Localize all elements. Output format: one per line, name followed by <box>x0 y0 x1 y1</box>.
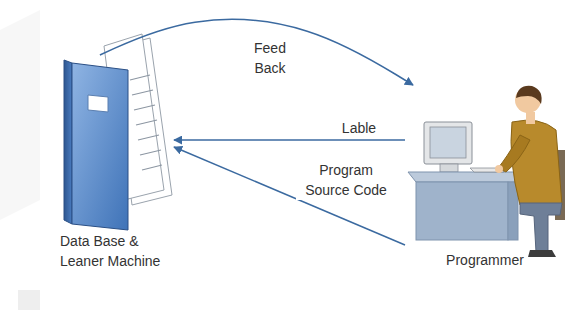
database-icon: Data Base & Leaner Machine <box>60 55 174 271</box>
arrow-label: Lable <box>332 118 386 138</box>
background-mark <box>18 290 40 310</box>
node-label: Programmer <box>405 250 565 270</box>
programmer-figure <box>408 86 565 257</box>
node-label: Data Base & Leaner Machine <box>60 231 174 271</box>
arrow-label: Feed Back <box>246 38 294 78</box>
flow-arrow <box>174 147 405 245</box>
arrow-label: Program Source Code <box>296 160 396 200</box>
background-watermark <box>0 10 40 220</box>
database-binder <box>64 60 128 230</box>
flow-arrow <box>100 19 413 85</box>
programmer-icon: Programmer <box>405 85 565 270</box>
flow-arrow <box>174 139 405 141</box>
